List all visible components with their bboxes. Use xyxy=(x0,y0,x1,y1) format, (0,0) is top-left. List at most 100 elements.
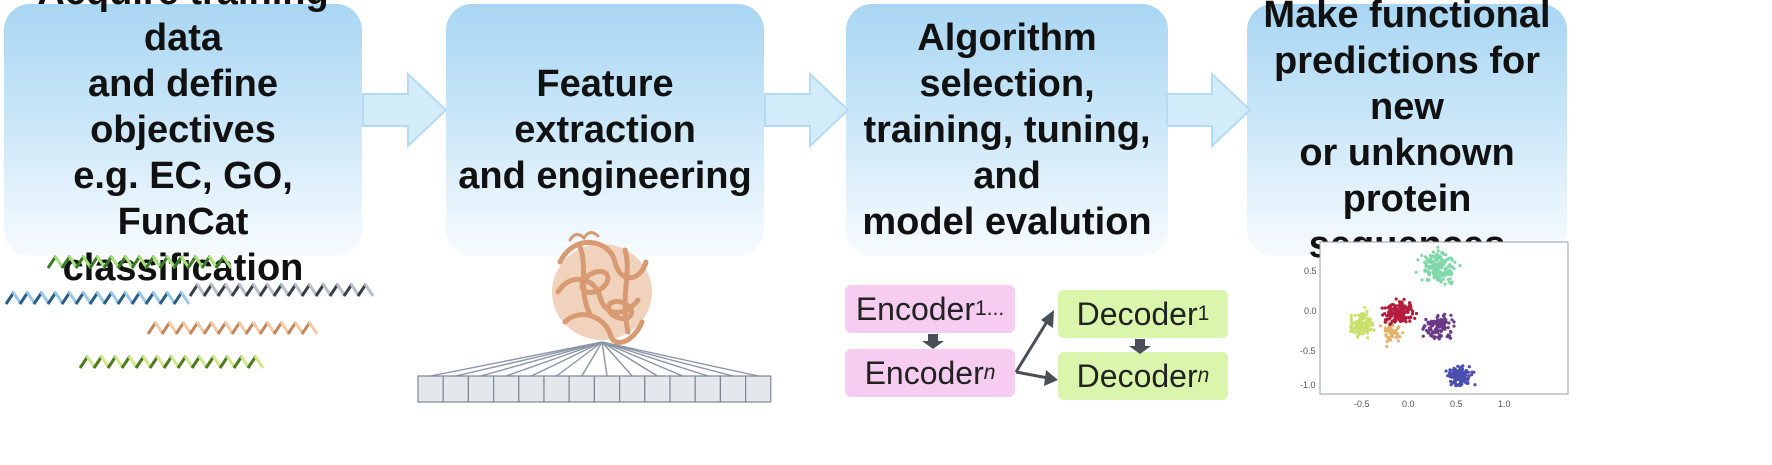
decoder-last-subscript: n xyxy=(1197,364,1210,387)
scatter-point xyxy=(1380,306,1384,310)
scatter-point xyxy=(1448,368,1452,372)
step-line: Algorithm selection, xyxy=(917,17,1097,105)
scatter-point xyxy=(1349,313,1353,318)
encoder-last-subscript: n xyxy=(983,361,996,384)
scatter-point xyxy=(1365,309,1369,313)
scatter-point xyxy=(1432,276,1436,280)
scatter-point xyxy=(1421,334,1425,338)
feature-vector-cell xyxy=(442,375,470,403)
scatter-point xyxy=(1436,249,1440,253)
x-tick-label: -0.5 xyxy=(1354,399,1370,409)
scatter-point xyxy=(1456,374,1460,378)
step-line: predictions for new xyxy=(1273,40,1541,128)
scatter-point xyxy=(1466,378,1470,382)
scatter-point xyxy=(1451,368,1455,372)
step-line: and engineering xyxy=(458,155,752,197)
protein-structure-icon xyxy=(552,231,652,345)
scatter-point xyxy=(1372,328,1376,332)
scatter-point xyxy=(1441,314,1446,318)
scatter-point xyxy=(1443,274,1447,278)
scatter-point xyxy=(1390,328,1394,332)
scatter-point xyxy=(1401,307,1405,311)
scatter-point xyxy=(1446,271,1450,276)
scatter-point xyxy=(1399,319,1403,324)
dna-strand-icon xyxy=(78,355,265,369)
step-text-feature-extraction: Feature extraction and engineering xyxy=(446,61,764,199)
scatter-point xyxy=(1457,383,1461,387)
scatter-point xyxy=(1421,327,1425,331)
scatter-point xyxy=(1349,317,1353,321)
scatter-point xyxy=(1426,260,1430,264)
x-tick-label: 0.5 xyxy=(1450,399,1463,409)
scatter-point xyxy=(1435,252,1439,256)
scatter-point xyxy=(1366,320,1370,324)
scatter-point xyxy=(1444,266,1448,270)
scatter-point xyxy=(1399,303,1403,308)
feature-vector-cell xyxy=(492,375,520,403)
scatter-point xyxy=(1456,364,1460,368)
scatter-point xyxy=(1384,333,1388,337)
step-line: training, tuning, and xyxy=(863,109,1151,197)
step-line: Make functional xyxy=(1263,0,1551,36)
scatter-point xyxy=(1452,324,1456,328)
scatter-point xyxy=(1383,320,1387,324)
feature-vector-cell xyxy=(745,375,772,403)
scatter-point xyxy=(1394,331,1398,335)
scatter-point xyxy=(1452,372,1456,377)
scatter-point xyxy=(1402,316,1406,320)
arrow-down-icon xyxy=(1129,346,1151,354)
scatter-point xyxy=(1414,311,1419,316)
scatter-point xyxy=(1429,322,1433,326)
scatter-point xyxy=(1435,330,1440,334)
scatter-point xyxy=(1420,278,1424,282)
feature-vector-cell xyxy=(568,375,595,403)
scatter-point xyxy=(1452,320,1456,324)
step-text-make-predictions: Make functional predictions for new or u… xyxy=(1247,0,1567,268)
step-line: Acquire training data xyxy=(37,0,328,59)
scatter-point xyxy=(1438,265,1442,269)
scatter-point xyxy=(1461,367,1465,371)
scatter-point xyxy=(1402,297,1406,301)
scatter-point xyxy=(1443,260,1447,264)
scatter-point xyxy=(1383,329,1387,333)
feature-vector-cell xyxy=(543,375,570,403)
scatter-point xyxy=(1423,255,1427,259)
scatter-point xyxy=(1394,319,1398,323)
scatter-point xyxy=(1393,304,1397,308)
scatter-point xyxy=(1436,257,1440,261)
scatter-point xyxy=(1390,307,1394,311)
scatter-point xyxy=(1443,318,1447,322)
step-box-acquire-data: Acquire training data and define objecti… xyxy=(4,0,362,289)
scatter-point xyxy=(1359,316,1363,320)
scatter-point xyxy=(1436,325,1440,329)
scatter-point xyxy=(1444,253,1448,257)
model-flow-arrows xyxy=(922,310,1151,386)
dna-strand-icon xyxy=(146,321,319,335)
scatter-point xyxy=(1448,280,1452,284)
scatter-point xyxy=(1433,320,1437,324)
scatter-point xyxy=(1396,325,1401,329)
feature-vector-cell xyxy=(644,375,671,403)
scatter-point xyxy=(1381,313,1385,317)
scatter-point xyxy=(1458,371,1462,375)
scatter-point xyxy=(1431,259,1435,263)
scatter-point xyxy=(1442,262,1446,266)
scatter-point xyxy=(1453,260,1457,264)
scatter-point xyxy=(1366,336,1370,340)
step-text-algorithm-selection: Algorithm selection, training, tuning, a… xyxy=(846,15,1168,245)
scatter-point xyxy=(1441,325,1446,330)
scatter-point xyxy=(1383,326,1387,330)
scatter-point xyxy=(1424,317,1428,322)
scatter-point xyxy=(1414,270,1418,274)
scatter-point xyxy=(1356,313,1360,317)
scatter-point xyxy=(1389,321,1393,325)
scatter-point xyxy=(1363,305,1367,309)
scatter-point xyxy=(1401,331,1405,335)
scatter-point xyxy=(1450,258,1454,262)
scatter-point xyxy=(1353,313,1357,317)
scatter-point xyxy=(1390,312,1394,316)
decoder-first-subscript: 1 xyxy=(1197,302,1210,325)
scatter-point xyxy=(1431,265,1435,270)
scatter-point xyxy=(1439,329,1443,333)
scatter-point xyxy=(1370,321,1374,325)
